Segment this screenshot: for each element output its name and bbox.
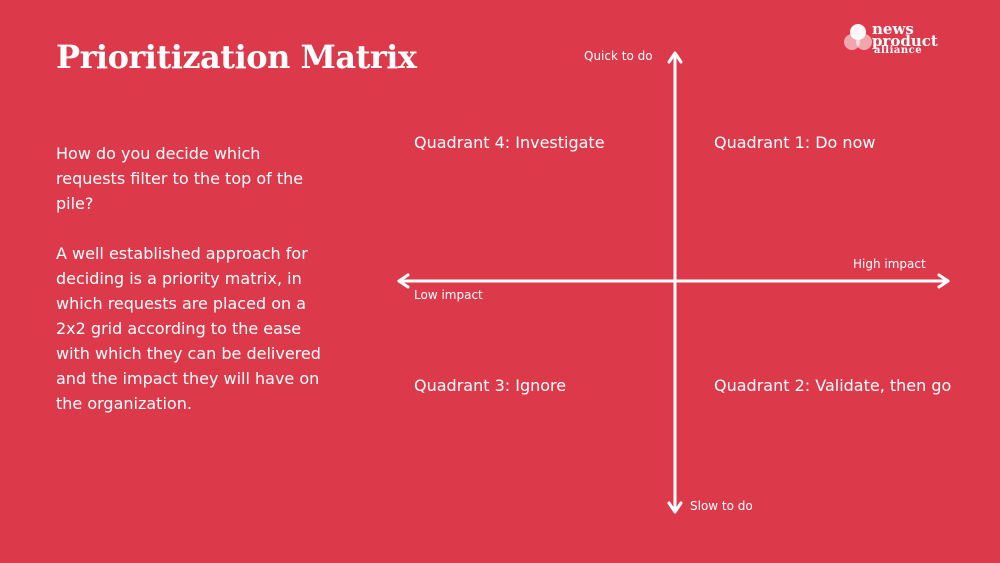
logo-text-alliance: alliance [874,45,923,56]
arrow-right-icon [937,273,950,289]
arrow-left-icon [397,273,410,289]
quadrant-2-label: Quadrant 2: Validate, then go [714,376,952,395]
description-paragraph-1: How do you decide which requests filter … [56,144,304,213]
page-title: Prioritization Matrix [56,38,417,76]
axis-label-top: Quick to do [584,49,653,63]
axis-label-bottom: Slow to do [690,499,753,513]
arrow-down-icon [667,501,683,514]
quadrant-4-label: Quadrant 4: Investigate [414,133,605,152]
logo-text-product: product [872,32,938,50]
news-product-alliance-logo: news product alliance [844,22,959,58]
quadrant-1-label: Quadrant 1: Do now [714,133,876,152]
arrow-up-icon [667,51,683,64]
logo-circles-icon [844,24,880,50]
axis-label-left: Low impact [414,288,483,302]
description-paragraph-2: A well established approach for deciding… [56,244,321,413]
logo-text-news: news [872,20,914,38]
description: How do you decide which requests filter … [56,141,331,441]
quadrant-3-label: Quadrant 3: Ignore [414,376,567,395]
axis-label-right: High impact [853,257,926,271]
